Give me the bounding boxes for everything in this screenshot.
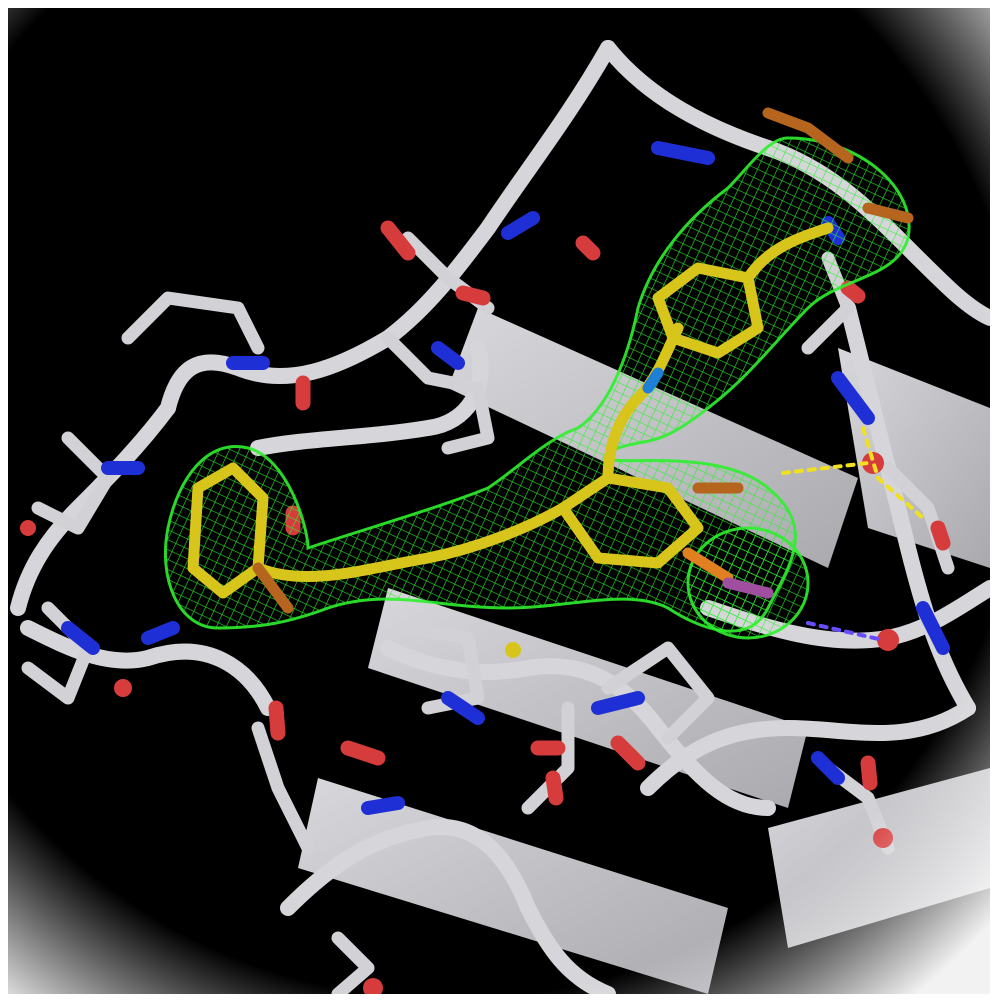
molecule-render: [8, 8, 990, 994]
vignette-overlay: [8, 8, 990, 994]
molecular-scene: [8, 8, 990, 994]
